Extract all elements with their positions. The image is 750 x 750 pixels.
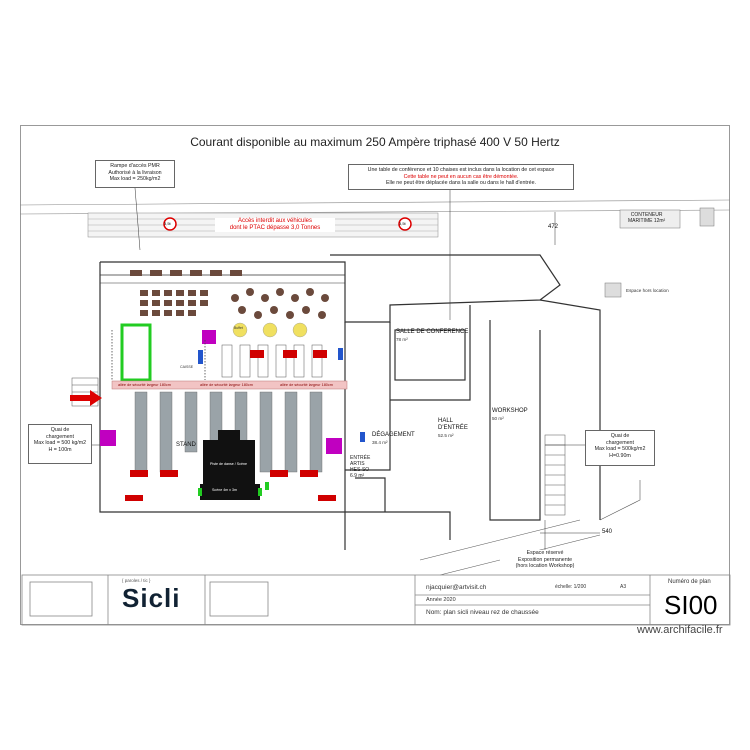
quai-right-line-1: Quai de xyxy=(610,433,630,439)
speed-sign-1: 3,5t xyxy=(164,221,171,226)
room-entree: ENTRÉE ARTIS HES-SO 6.9 m² xyxy=(350,455,370,479)
speed-sign-2: 3,5t xyxy=(399,221,406,226)
plan-title: Courant disponible au maximum 250 Ampère… xyxy=(190,135,560,149)
scale-field: échelle: 1/200 xyxy=(555,584,587,590)
table-line-3: Elle ne peut être déplacée dans la salle… xyxy=(385,180,537,186)
email-field: njacquier@artvisit.ch xyxy=(426,584,487,591)
room-hall-area: 52.5 m² xyxy=(438,433,454,438)
reserved-line-2: Exposition permanente xyxy=(517,556,573,563)
watermark: www.archifacile.fr xyxy=(637,624,723,636)
reserved-line-3: (hors location Workshop) xyxy=(515,563,575,569)
stage-label: Piste de danse / Scène xyxy=(210,462,247,466)
table-line-2: Cette table ne peut en aucun cas être dé… xyxy=(403,173,519,180)
ramp-note: Rampe d'accès PMR Authorisé à la livrais… xyxy=(95,160,175,188)
plan-number: SI00 xyxy=(664,590,718,620)
quai-left-line-3: Max load = 500 kg/m2 xyxy=(33,440,87,446)
aisle-label-1: allée de sécurité largeur 180cm xyxy=(118,383,171,387)
ramp-line-1: Rampe d'accès PMR xyxy=(110,163,160,169)
room-hall: HALL xyxy=(438,418,454,424)
vehicle-line-2: dont le PTAC dépasse 3,0 Tonnes xyxy=(229,225,321,231)
plan-name-field: Nom: plan sicli niveau rez de chaussée xyxy=(426,609,539,616)
quai-right-line-3: Max load = 500kg/m2 xyxy=(594,446,646,452)
room-hall-sub: D'ENTRÉE xyxy=(438,425,468,431)
year-field: Année 2020 xyxy=(426,597,456,603)
plan-number-label: Numéro de plan xyxy=(668,579,711,585)
quai-right-note: Quai de chargement Max load = 500kg/m2 H… xyxy=(585,430,655,466)
table-line-1: Une table de conférence et 10 chaises es… xyxy=(367,167,555,173)
drawing-sheet xyxy=(20,125,730,625)
entree-line-3: HES-SO xyxy=(350,467,370,473)
room-degagement-area: 38.4 m² xyxy=(372,440,388,445)
conteneur-line-2: MARITIME 12m² xyxy=(628,218,666,224)
reserved-line-1: Espace réservé xyxy=(526,550,564,556)
room-conteneur: CONTENEUR MARITIME 12m² xyxy=(628,212,665,224)
room-degagement: DÉGAGEMENT xyxy=(372,432,415,438)
building-outline xyxy=(99,254,601,550)
aisle-label-3: allée de sécurité largeur 180cm xyxy=(280,383,333,387)
quai-left-note: Quai de chargement Max load = 500 kg/m2 … xyxy=(28,424,92,464)
quai-left-line-1: Quai de xyxy=(50,427,70,433)
room-conference-area: 78 m² xyxy=(396,337,408,342)
quai-right-line-2: chargement xyxy=(606,439,634,446)
quai-left-line-2: chargement xyxy=(46,433,74,440)
entree-line-2: ARTIS xyxy=(350,461,365,467)
caisse-label: CAISSE xyxy=(180,365,194,369)
logo-tagline: { paroles / tic } xyxy=(122,578,151,583)
quai-right-line-4: H=0.90m xyxy=(609,452,631,459)
vehicle-warning: Accès interdit aux véhicules dont le PTA… xyxy=(215,218,335,232)
dimension-540: 540 xyxy=(602,529,613,535)
vehicle-line-1: Accès interdit aux véhicules xyxy=(237,218,313,224)
reserved-note: Espace réservé Exposition permanente (ho… xyxy=(500,550,590,570)
scene-label: Scène 4m x 3m xyxy=(212,488,237,492)
quai-left-line-4: H = 100m xyxy=(48,446,72,453)
entree-line-1: ENTRÉE xyxy=(350,455,371,461)
format-field: A3 xyxy=(620,584,627,590)
ramp-line-2: Authorisé à la livraison xyxy=(108,169,162,176)
table-note: Une table de conférence et 10 chaises es… xyxy=(348,164,574,190)
dimension-472: 472 xyxy=(548,224,559,230)
conteneur-line-1: CONTENEUR xyxy=(630,212,663,218)
sicli-logo: Sicli xyxy=(122,583,181,613)
entree-line-4: 6.9 m² xyxy=(350,473,365,479)
buffet-label: Buffet xyxy=(234,326,243,330)
room-conference: SALLE DE CONFERENCE xyxy=(396,329,469,335)
room-workshop: WORKSHOP xyxy=(492,408,528,414)
hors-location-legend: Espace hors location xyxy=(626,288,669,293)
ramp-line-3: Max load = 250kg/m2 xyxy=(109,176,161,182)
room-workshop-area: 50 m² xyxy=(492,416,504,421)
aisle-label-2: allée de sécurité largeur 180cm xyxy=(200,383,253,387)
stand-label: STAND xyxy=(176,442,196,448)
